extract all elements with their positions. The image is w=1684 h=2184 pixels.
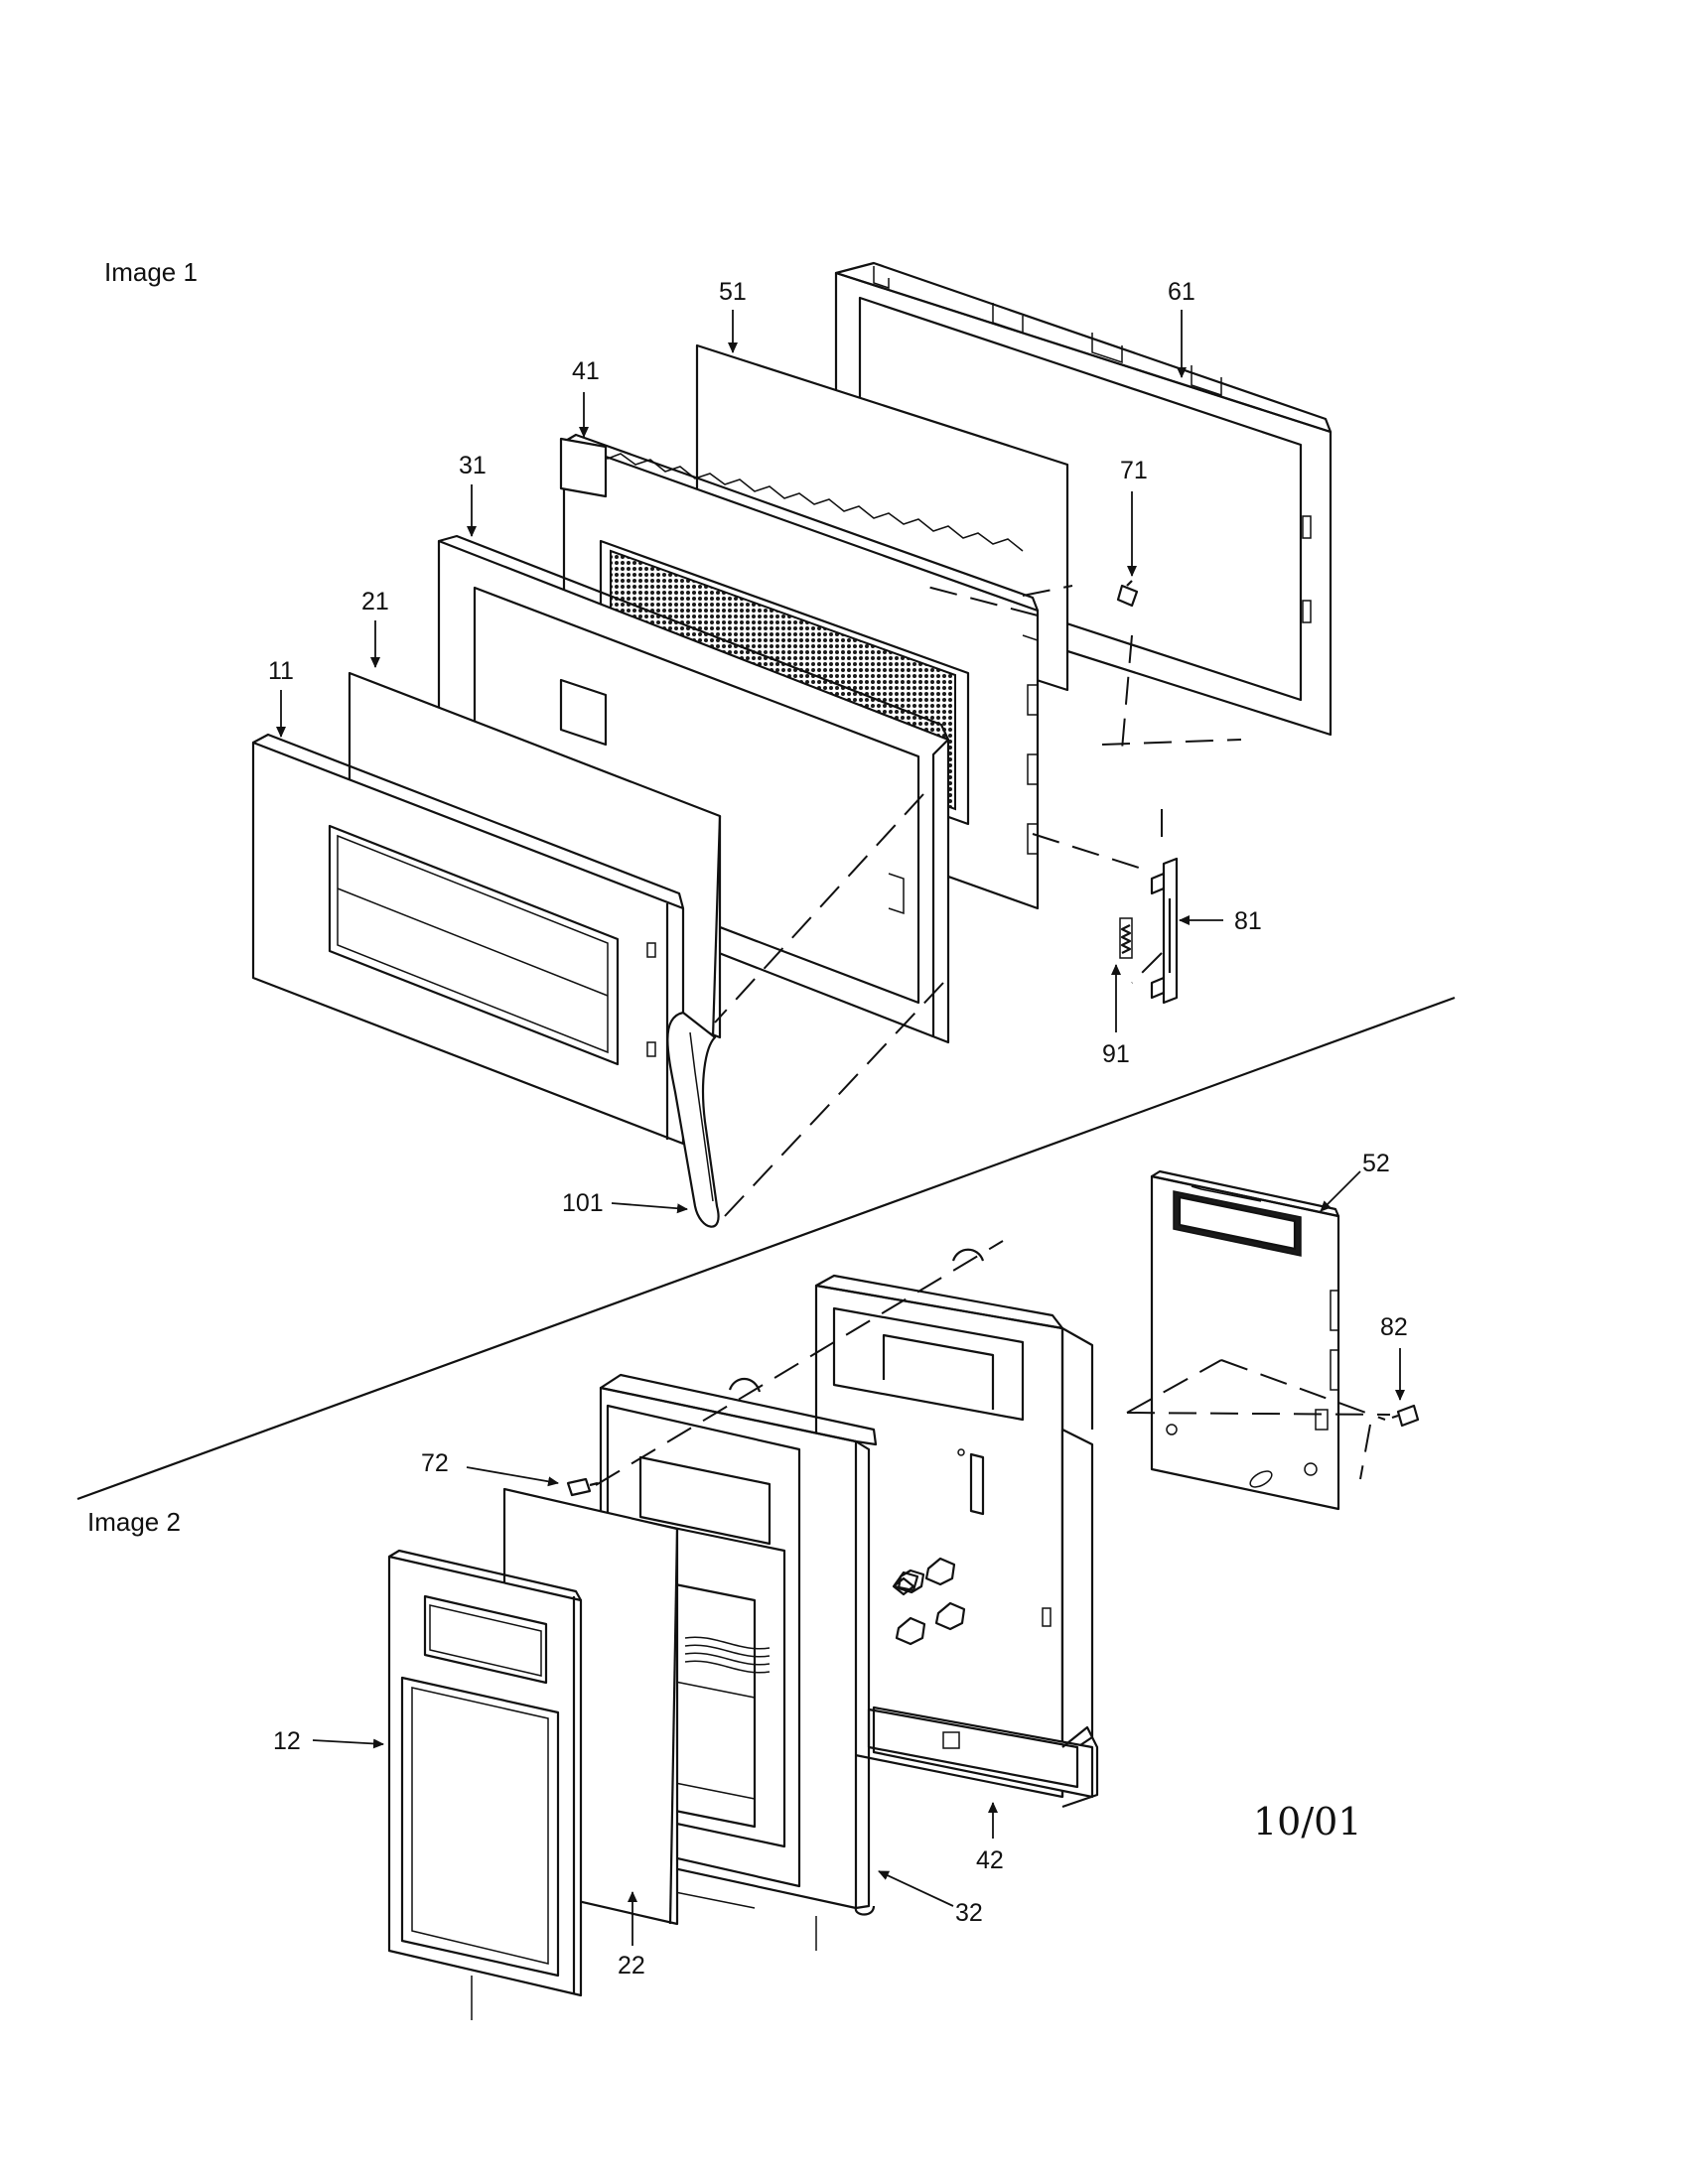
section-label-image2: Image 2 — [87, 1507, 181, 1537]
callout-31: 31 — [459, 452, 487, 537]
callout-22: 22 — [618, 1891, 645, 1979]
part-42-control-bracket — [814, 1248, 1099, 1809]
callout-82: 82 — [1380, 1313, 1408, 1401]
callout-42: 42 — [976, 1802, 1004, 1874]
part-91-spring — [1119, 917, 1133, 959]
callout-32: 32 — [878, 1870, 983, 1927]
part-101-door-handle — [666, 1011, 720, 1228]
part-number-11: 11 — [268, 657, 294, 685]
part-52-control-board — [1150, 1169, 1340, 1511]
part-number-81: 81 — [1234, 907, 1262, 935]
callout-21: 21 — [361, 588, 389, 668]
callout-41: 41 — [572, 357, 600, 438]
part-number-71: 71 — [1120, 457, 1148, 484]
image2-alignment-lines — [471, 1240, 1391, 2020]
part-82-screw — [1391, 1404, 1420, 1428]
part-number-31: 31 — [459, 452, 487, 479]
part-number-61: 61 — [1168, 278, 1195, 306]
callout-101: 101 — [562, 1189, 688, 1217]
part-number-12: 12 — [273, 1727, 301, 1755]
callout-71: 71 — [1120, 457, 1148, 577]
part-number-72: 72 — [421, 1449, 449, 1477]
part-number-82: 82 — [1380, 1313, 1408, 1341]
callout-12: 12 — [273, 1727, 384, 1755]
part-number-22: 22 — [618, 1952, 645, 1979]
section-label-image1: Image 1 — [104, 257, 198, 287]
part-72-screw — [566, 1477, 599, 1497]
part-number-42: 42 — [976, 1846, 1004, 1874]
section-divider-line — [76, 996, 1456, 1501]
revision-date: 10/01 — [1253, 1800, 1362, 1843]
part-12-outer-control-panel — [387, 1549, 583, 1997]
part-81-door-latch — [1150, 857, 1179, 1005]
callout-52: 52 — [1320, 1150, 1390, 1212]
part-number-51: 51 — [719, 278, 747, 306]
part-number-32: 32 — [955, 1899, 983, 1927]
callout-61: 61 — [1168, 278, 1195, 378]
part-number-91: 91 — [1102, 1040, 1130, 1068]
callout-11: 11 — [268, 657, 294, 738]
image1-alignment-lines — [714, 585, 1242, 1217]
part-number-21: 21 — [361, 588, 389, 615]
part-number-41: 41 — [572, 357, 600, 385]
callout-91: 91 — [1102, 964, 1130, 1068]
callout-51: 51 — [719, 278, 747, 353]
part-number-101: 101 — [562, 1189, 604, 1217]
part-71-screw — [1116, 580, 1139, 608]
part-number-52: 52 — [1362, 1150, 1390, 1177]
callout-81: 81 — [1179, 907, 1262, 935]
part-11-outer-door — [251, 733, 685, 1146]
callout-72: 72 — [421, 1449, 559, 1487]
